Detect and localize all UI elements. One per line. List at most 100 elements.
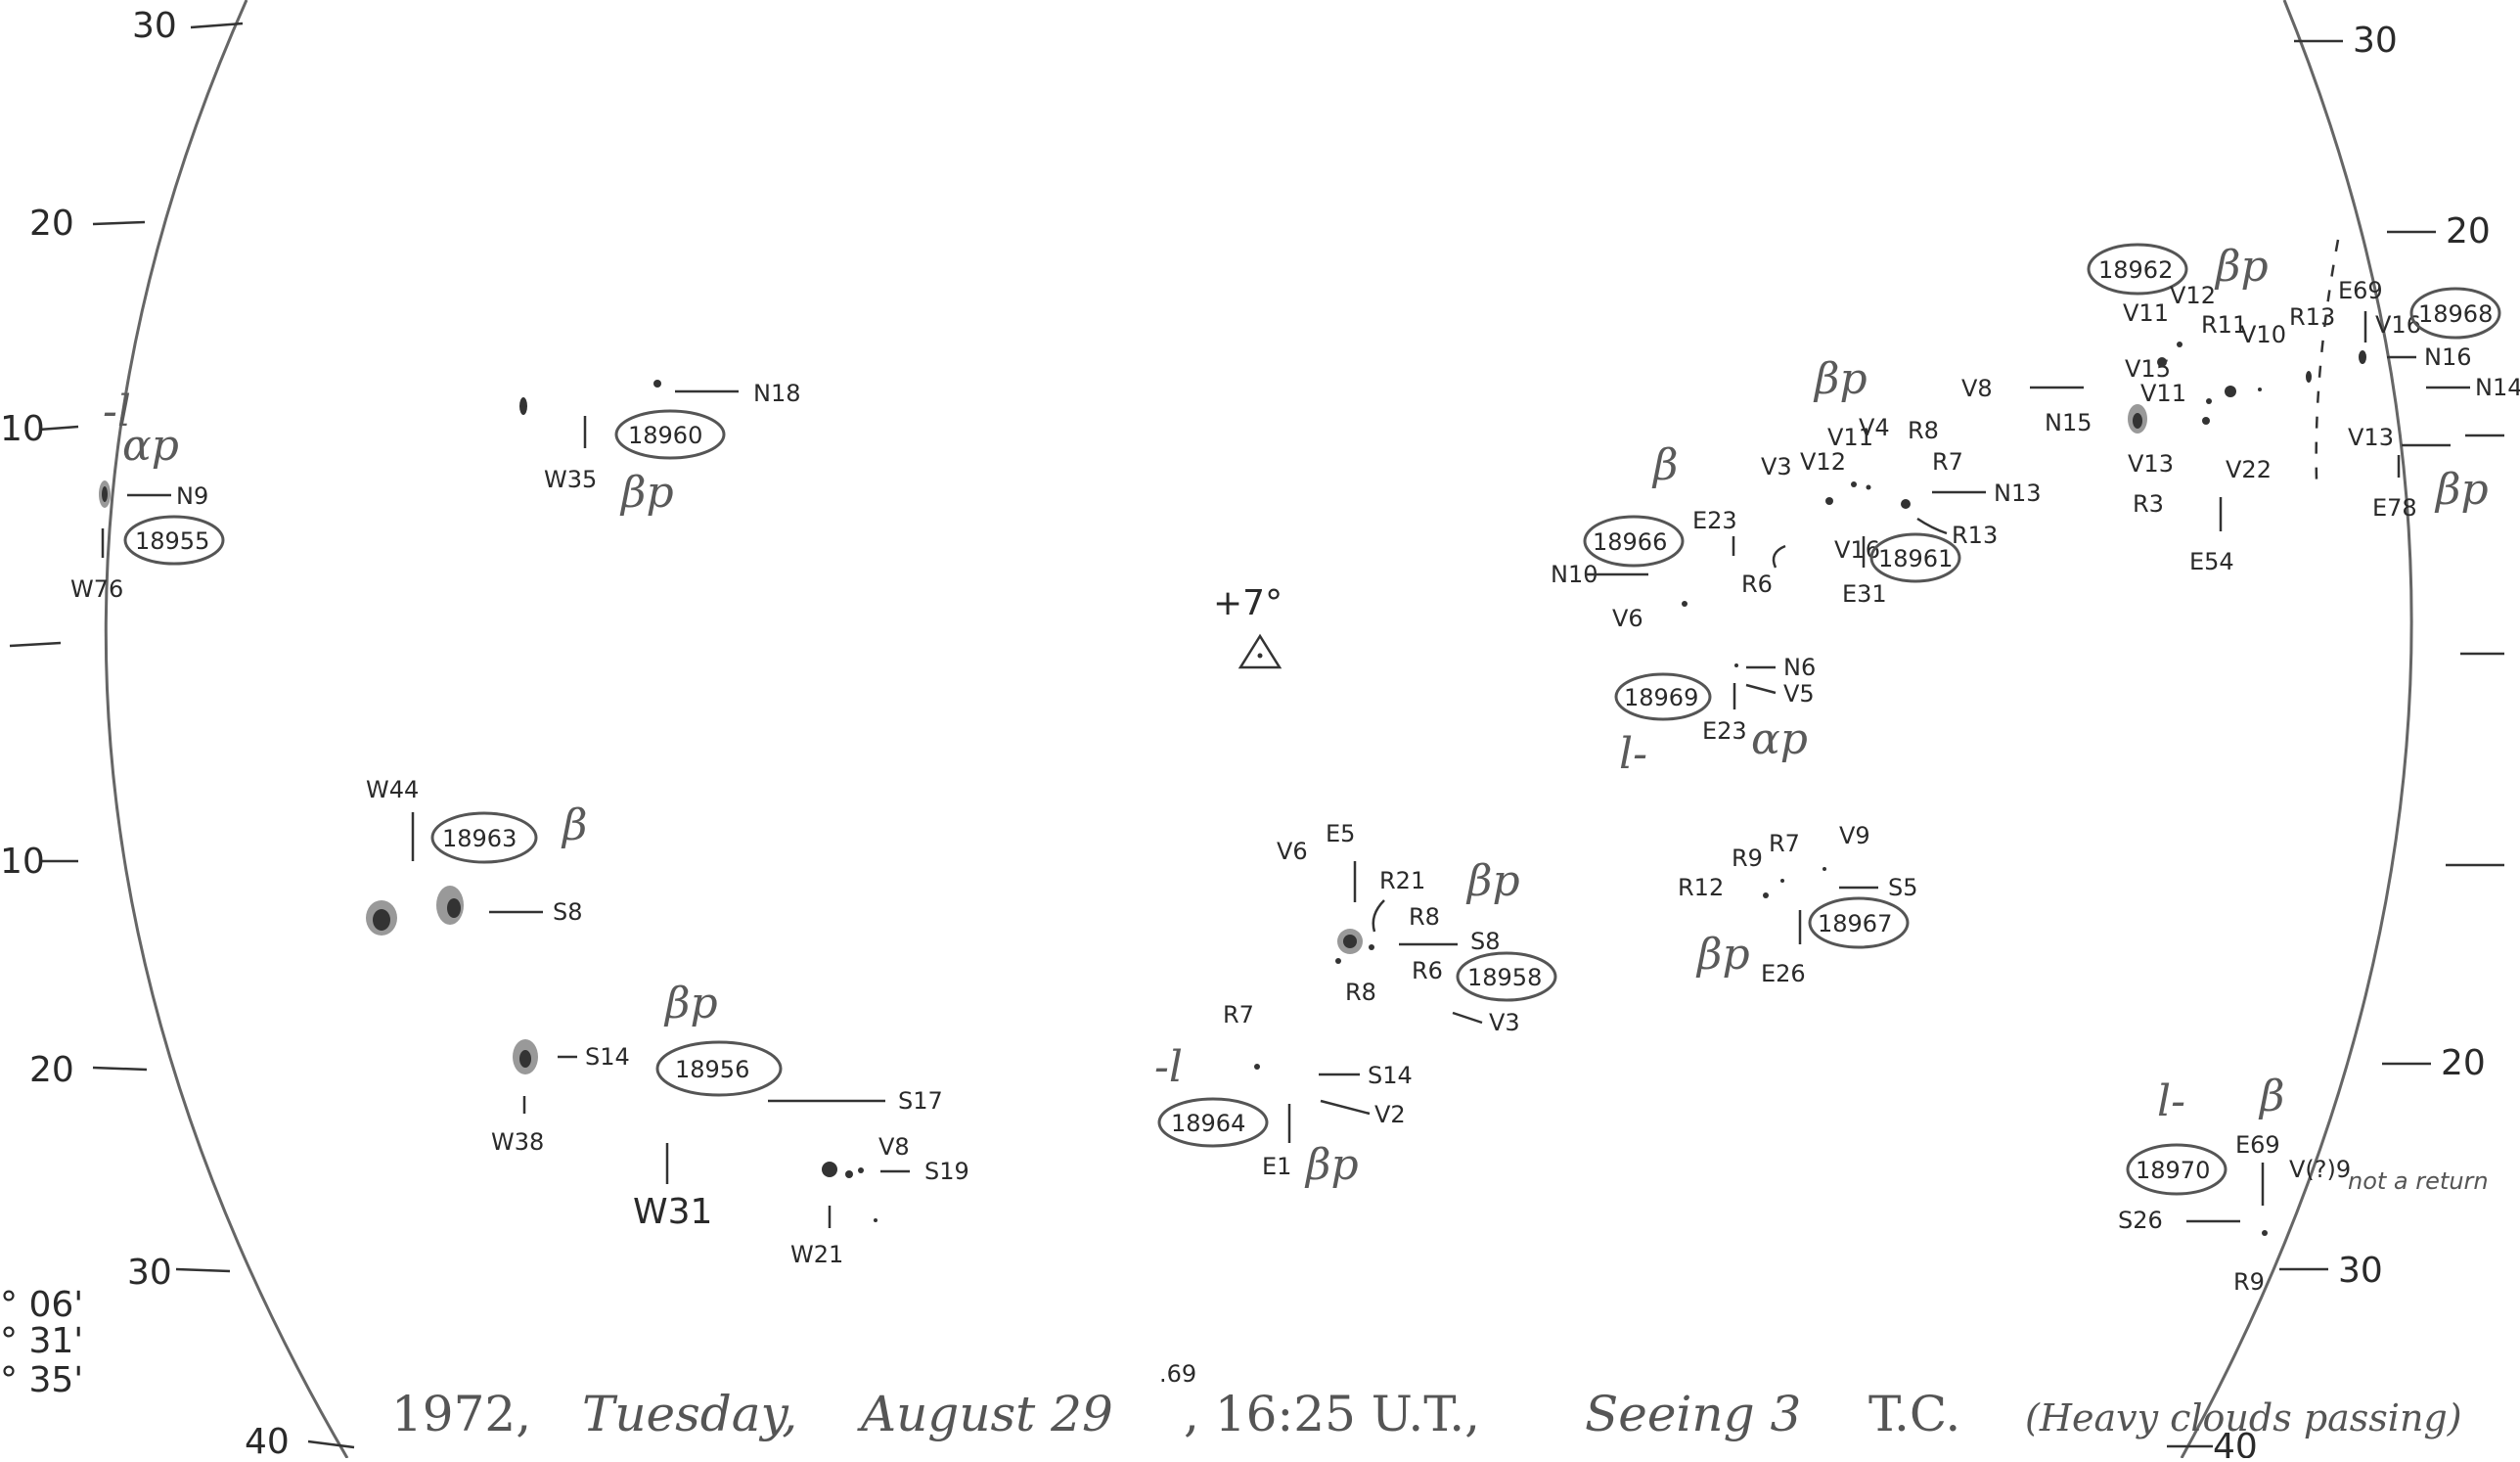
tick-label-left-10b: 10	[0, 842, 45, 882]
region-18969-label-n6: N6	[1783, 654, 1816, 681]
region-18966-class: β	[1651, 440, 1678, 490]
region-18964-number: 18964	[1171, 1110, 1245, 1137]
region-18962: 18962 βp V11 V12 R11 V10 V15 V11 V8 N15 …	[1961, 242, 2335, 575]
region-18961-label-v11: V11	[1827, 424, 1873, 451]
region-18961-label-r7: R7	[1932, 448, 1963, 476]
region-18964-label-e1: E1	[1262, 1153, 1291, 1180]
region-18961-label-v12: V12	[1800, 448, 1846, 476]
region-18956-label-w38: W38	[491, 1128, 544, 1156]
center-triangle-icon	[1238, 633, 1282, 669]
observation-caption: 1972, Tuesday, August 29 .69 , 16:25 U.T…	[391, 1360, 2462, 1442]
region-18967-label-r9: R9	[1732, 845, 1763, 872]
region-18963-label-s8: S8	[553, 898, 583, 926]
region-18955-class: αp	[122, 421, 179, 471]
region-18962-class: βp	[2214, 242, 2269, 292]
region-18956-label-s17: S17	[898, 1087, 943, 1115]
corner-note-2: ° 31'	[0, 1321, 83, 1361]
region-18966-label-v6: V6	[1612, 605, 1643, 632]
region-18956-label-s19: S19	[924, 1158, 969, 1185]
tick-label-left-20b: 20	[29, 1050, 74, 1090]
region-18955: -l αp N9 18955 W76	[70, 387, 225, 603]
region-18964-label-v2: V2	[1374, 1101, 1406, 1128]
region-18962-label-v13: V13	[2128, 450, 2174, 478]
caption-observer: T.C.	[1868, 1386, 1960, 1442]
region-18962-label-e54: E54	[2189, 548, 2234, 575]
region-18958-class: βp	[1465, 856, 1520, 906]
region-18960-class: βp	[619, 468, 674, 518]
region-18961-label-r13: R13	[1952, 522, 1998, 549]
region-18967-label-s5: S5	[1888, 874, 1918, 901]
region-18968-label-v16: V16	[2375, 311, 2421, 339]
region-18963-number: 18963	[442, 825, 517, 852]
region-18964-class: βp	[1304, 1140, 1359, 1190]
region-18961: βp V3 V12 V11 V4 R8 R7 N13 R13 V16 18961…	[1761, 354, 2042, 608]
tick-label-left-30b: 30	[127, 1253, 172, 1293]
region-18968-label-v13: V13	[2348, 424, 2394, 451]
region-18968: E69 V16 18968 N16 N14 V13 E78 βp	[2315, 239, 2520, 522]
tick-label-right-20b: 20	[2441, 1043, 2486, 1083]
region-18955-label-n9: N9	[176, 482, 208, 510]
region-18964-tag: -l	[1154, 1042, 1183, 1092]
tick-label-left-30a: 30	[132, 6, 177, 46]
solar-limb-right	[2180, 0, 2413, 1459]
region-18969: N6 V5 18969 E23 l- αp	[1614, 654, 1816, 779]
region-18958-number: 18958	[1467, 964, 1542, 991]
region-18968-label-e69: E69	[2338, 277, 2383, 304]
region-18963-class: β	[561, 800, 587, 850]
region-18958-label-v6: V6	[1277, 838, 1308, 865]
region-18962-label-n15: V8	[1961, 375, 1993, 402]
region-18966-label-e23: E23	[1692, 507, 1737, 534]
region-18968-label-n14: N14	[2475, 374, 2520, 401]
region-18964-label-r7: R7	[1223, 1001, 1254, 1028]
region-18962-label-v11b: V11	[2140, 380, 2186, 407]
region-18967-label-e26: E26	[1761, 960, 1806, 987]
region-18966-number: 18966	[1593, 528, 1667, 556]
tick-label-right-30a: 30	[2353, 21, 2398, 61]
region-18969-tag: l-	[1619, 729, 1647, 779]
region-18960-label-w35: W35	[544, 466, 597, 493]
region-18960-label-n18: N18	[753, 380, 801, 407]
region-18966-label-r6: R6	[1741, 571, 1773, 598]
tick-label-left-40: 40	[245, 1422, 290, 1458]
region-18961-label-r8: R8	[1908, 417, 1939, 444]
region-18955-label-w76: W76	[70, 575, 123, 603]
region-18956-label-v8: V8	[878, 1133, 910, 1161]
region-18970-class: β	[2258, 1072, 2284, 1121]
region-18962-number: 18962	[2098, 256, 2173, 284]
right-latitude-ticks: 30 20 20 30 40	[2167, 21, 2504, 1462]
region-18962-label-v12: V12	[2170, 282, 2216, 309]
region-18963-label-w44: W44	[366, 776, 419, 803]
region-18970-note: not a return	[2348, 1167, 2489, 1195]
region-18961-number: 18961	[1878, 545, 1953, 572]
region-18968-class: βp	[2434, 465, 2489, 515]
region-18958-label-r8: R8	[1409, 903, 1440, 931]
region-18964-label-s14: S14	[1368, 1062, 1413, 1089]
region-18966: β E23 18966 N10 V6 R6	[1551, 440, 1786, 632]
region-18962-label-r13: R13	[2289, 303, 2335, 331]
tick-label-right-30b: 30	[2338, 1251, 2383, 1291]
disk-center-marker: +7°	[1213, 583, 1282, 669]
corner-notes: ° 06' ° 31' ° 35'	[0, 1285, 83, 1400]
region-18962-label-v10: V10	[2240, 321, 2286, 348]
region-18969-number: 18969	[1624, 684, 1698, 711]
region-18968-number: 18968	[2418, 300, 2493, 328]
region-18970: l- β E69 18970 V(?)9 not a return S26 R9	[2118, 1072, 2489, 1296]
region-18967-label-r12: R12	[1678, 874, 1724, 901]
region-18967-label-v9: V9	[1839, 822, 1870, 849]
center-latitude-label: +7°	[1213, 583, 1282, 623]
region-18970-label-v9: V(?)9	[2289, 1156, 2351, 1183]
region-18970-label-s26: S26	[2118, 1207, 2163, 1234]
region-18961-class: βp	[1813, 354, 1868, 404]
region-18956-number: 18956	[675, 1056, 749, 1083]
region-18970-label-r9: R9	[2233, 1268, 2265, 1296]
region-18970-label-e69: E69	[2235, 1131, 2280, 1159]
caption-date: August 29	[857, 1386, 1113, 1442]
caption-weekday: Tuesday,	[582, 1386, 797, 1442]
region-18958-label-v3: V3	[1489, 1009, 1520, 1036]
solar-limb-left	[104, 0, 349, 1459]
region-18956-label-s14: S14	[585, 1043, 630, 1071]
region-18956-class: βp	[663, 979, 718, 1028]
region-18958-label-s8: S8	[1470, 928, 1501, 955]
region-18968-label-e78: E78	[2372, 494, 2417, 522]
